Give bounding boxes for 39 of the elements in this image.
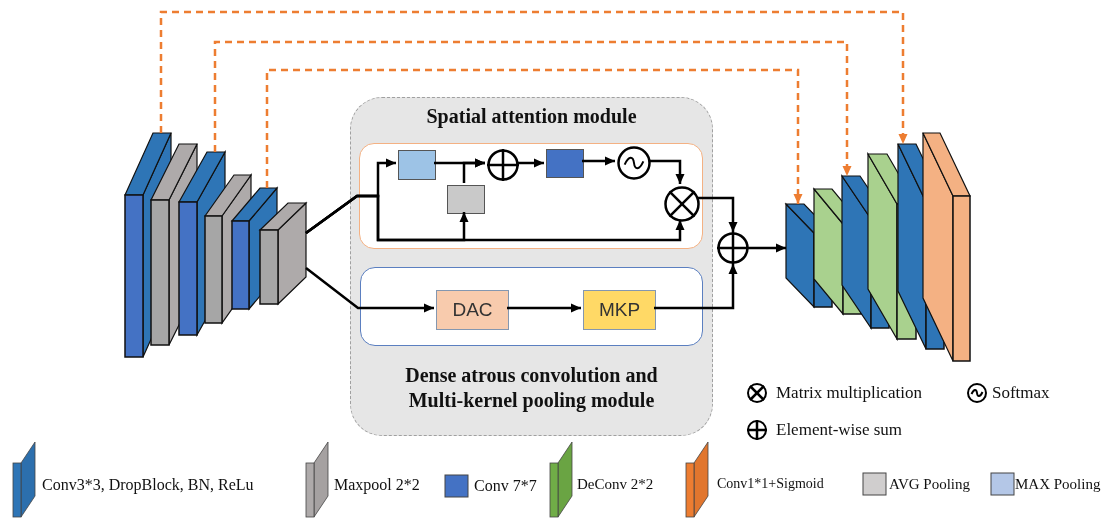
arrow [654, 264, 738, 310]
feature-map-block [260, 203, 306, 304]
process-box: DAC [436, 290, 509, 330]
legend-label: Conv1*1+Sigmoid [717, 476, 824, 492]
arrow [265, 68, 803, 204]
module-title: Spatial attention module [425, 104, 638, 129]
arrow [582, 156, 615, 166]
arrow [213, 40, 852, 176]
arrow [749, 243, 786, 253]
arrow [698, 196, 738, 232]
legend-label: Softmax [992, 383, 1050, 403]
arrow [305, 267, 434, 313]
legend-label: Element-wise sum [776, 420, 903, 440]
arrow [507, 303, 581, 313]
feature-map-block [923, 133, 970, 361]
arrow [517, 158, 544, 168]
arrow [305, 194, 685, 242]
operator-circle [664, 186, 700, 222]
legend-label: Conv 7*7 [474, 477, 537, 495]
module-title: Dense atrous convolution and Multi-kernel pooling module [404, 363, 659, 413]
legend-label: MAX Pooling [1015, 475, 1101, 493]
process-box [398, 150, 436, 180]
legend-label: Maxpool 2*2 [334, 476, 420, 494]
process-box: MKP [583, 290, 656, 330]
module-frame [359, 143, 703, 249]
operator-circle [487, 149, 519, 181]
process-box [447, 185, 485, 214]
legend-label: Conv3*3, DropBlock, BN, ReLu [42, 476, 254, 494]
legend-label: DeConv 2*2 [577, 475, 654, 493]
legend-label: AVG Pooling [889, 475, 970, 493]
module-panel [350, 97, 713, 436]
arrow [159, 10, 908, 144]
operator-circle [717, 232, 749, 264]
legend-label: Matrix multiplication [776, 383, 922, 403]
arrow [649, 159, 685, 184]
operator-circle [617, 146, 651, 180]
arrow [462, 158, 485, 183]
process-box [546, 149, 584, 178]
module-frame [360, 267, 703, 346]
